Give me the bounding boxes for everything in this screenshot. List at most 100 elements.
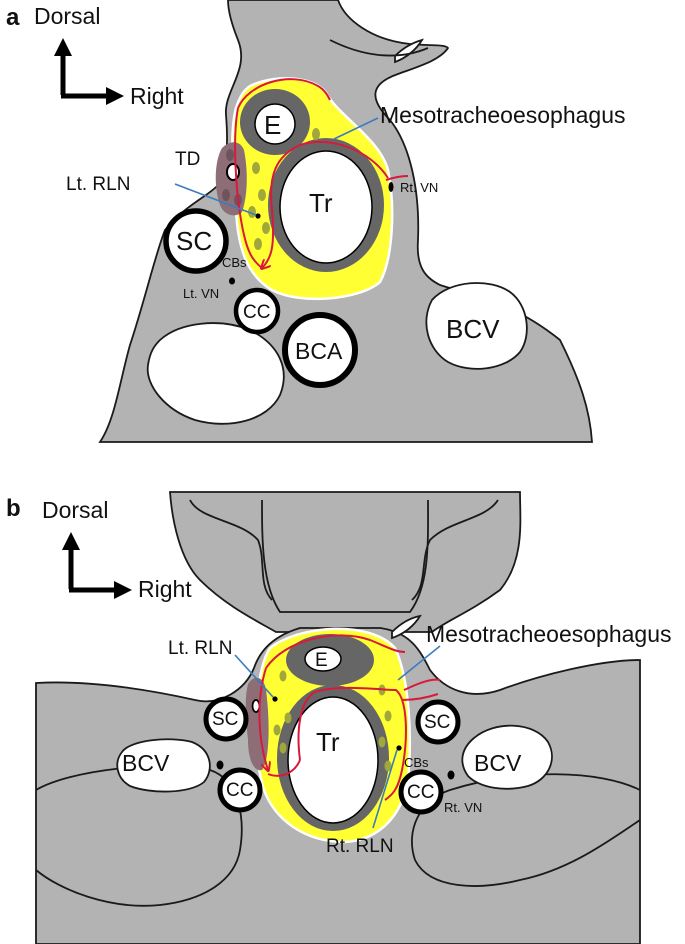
panel-a-letter: a (6, 4, 20, 31)
lymph-node (258, 189, 266, 201)
esophagus-lumen-b (304, 646, 342, 672)
cc-left-vessel-b (217, 767, 263, 813)
cbs-label-a: CBs (222, 255, 247, 270)
lymph-node (312, 128, 320, 140)
right-arrowhead-icon (106, 87, 124, 105)
panel-b-orientation: Dorsal Right (42, 497, 192, 602)
bca-label-a: BCA (295, 338, 343, 364)
rt-vn-label-a: Rt. VN (400, 180, 438, 195)
lt-rln-nerve-a (255, 213, 261, 219)
esophagus-label-a: E (264, 110, 281, 140)
lt-rln-nerve-b (272, 696, 278, 702)
sc-left-vessel-b (203, 696, 249, 742)
right-arrowhead-icon (114, 581, 132, 599)
dorsal-label: Dorsal (42, 497, 108, 523)
upper-slit-a2 (329, 39, 429, 57)
right-label: Right (138, 576, 192, 602)
sc-left-label-b: SC (212, 709, 238, 730)
sc-vessel-a (163, 208, 229, 274)
red-fascia-left-a (234, 107, 263, 269)
brown-lumen-b (251, 699, 261, 713)
rt-rln-label-b: Rt. RLN (326, 836, 394, 857)
cbs-label-b: CBs (404, 755, 429, 770)
cc-right-vessel-b (398, 769, 444, 815)
bcv-right-label-b: BCV (474, 750, 522, 776)
bcv-label-a: BCV (446, 314, 500, 344)
red-fascia-rt-branch-b1 (403, 678, 441, 691)
sc-right-vessel-b (415, 699, 461, 745)
bcv-left-label-b: BCV (122, 750, 170, 776)
bca-vessel-a (282, 312, 358, 388)
td-node-a1 (222, 189, 230, 201)
panel-b-letter: b (6, 495, 21, 522)
trachea-lumen-a (279, 150, 373, 264)
lymph-node (273, 724, 281, 736)
lt-vn-nerve-a (229, 277, 235, 285)
lymph-node (262, 222, 270, 234)
lymph-node (284, 712, 292, 724)
trachea-lumen-b (287, 696, 379, 824)
esophagus-lumen-a (254, 103, 296, 145)
lymph-node (279, 742, 287, 754)
cc-left-label-b: CC (226, 780, 253, 801)
lt-rln-label-a: Lt. RLN (66, 174, 130, 195)
upper-slit-b (391, 614, 422, 640)
red-fascia-inner-a (262, 140, 389, 268)
red-fascia-inner-b (297, 686, 407, 801)
bcv-right-vessel-b (461, 724, 553, 790)
lymph-node (378, 736, 386, 748)
rt-rln-nerve-b (396, 745, 402, 751)
red-fascia-right-a (385, 175, 409, 181)
cc-vessel-a (233, 287, 281, 335)
lymph-node (384, 760, 392, 772)
cc-right-label-b: CC (407, 782, 434, 803)
sc-right-label-b: SC (424, 712, 450, 733)
td-label-a: TD (175, 149, 200, 170)
meso-label-a: Mesotracheoesophagus (380, 102, 626, 128)
lt-rln-leader-a (174, 183, 257, 216)
rt-vn-nerve-b (447, 770, 455, 780)
upper-inner-b (261, 499, 429, 613)
lt-rln-leader-b (234, 654, 274, 698)
red-fascia-rt-branch-b2 (401, 693, 439, 701)
td-lumen-a (226, 163, 240, 181)
red-fascia-outer-b (265, 634, 406, 669)
upper-lobe-right-b (411, 499, 499, 601)
upper-tissue-b (169, 491, 522, 633)
lymph-node (252, 162, 260, 174)
meso-leader-a (333, 117, 379, 140)
large-vessel-left-a (146, 322, 285, 425)
lymph-nodes-b (273, 670, 392, 772)
lymph-node (254, 238, 262, 250)
red-fascia-left-b (258, 667, 268, 770)
right-label: Right (130, 83, 184, 109)
bcv-vessel-a (425, 282, 528, 370)
lt-vn-nerve-b (216, 760, 224, 770)
rt-vn-nerve-a (388, 182, 394, 192)
bcv-left-vessel-b (116, 738, 211, 793)
upper-lobe-left-b (189, 499, 273, 601)
panel-a-orientation: Dorsal Right (34, 3, 184, 109)
panel-b: b Dorsal Right E (6, 491, 672, 944)
lymph-nodes-a (248, 128, 320, 250)
dorsal-arrowhead-icon (54, 38, 72, 56)
lt-vn-label-a: Lt. VN (183, 286, 219, 301)
meso-leader-b (397, 645, 441, 681)
td-node-a3 (226, 149, 234, 161)
trachea-label-a: Tr (309, 188, 333, 218)
meso-label-b: Mesotracheoesophagus (426, 621, 672, 647)
cc-label-a: CC (243, 302, 270, 323)
panel-a: a Dorsal Right BCV SC CC BCA (6, 0, 626, 443)
dorsal-label: Dorsal (34, 3, 100, 29)
dorsal-arrowhead-icon (62, 532, 80, 550)
rt-vn-label-b: Rt. VN (444, 800, 482, 815)
lymph-node (384, 710, 392, 722)
esophagus-label-b: E (315, 650, 328, 671)
upper-slit-a (394, 38, 424, 64)
red-fascia-lower-b (267, 759, 301, 777)
lymph-node (279, 670, 287, 682)
sc-label-a: SC (176, 226, 212, 256)
lt-rln-label-b: Lt. RLN (168, 638, 232, 659)
trachea-label-b: Tr (316, 727, 340, 757)
